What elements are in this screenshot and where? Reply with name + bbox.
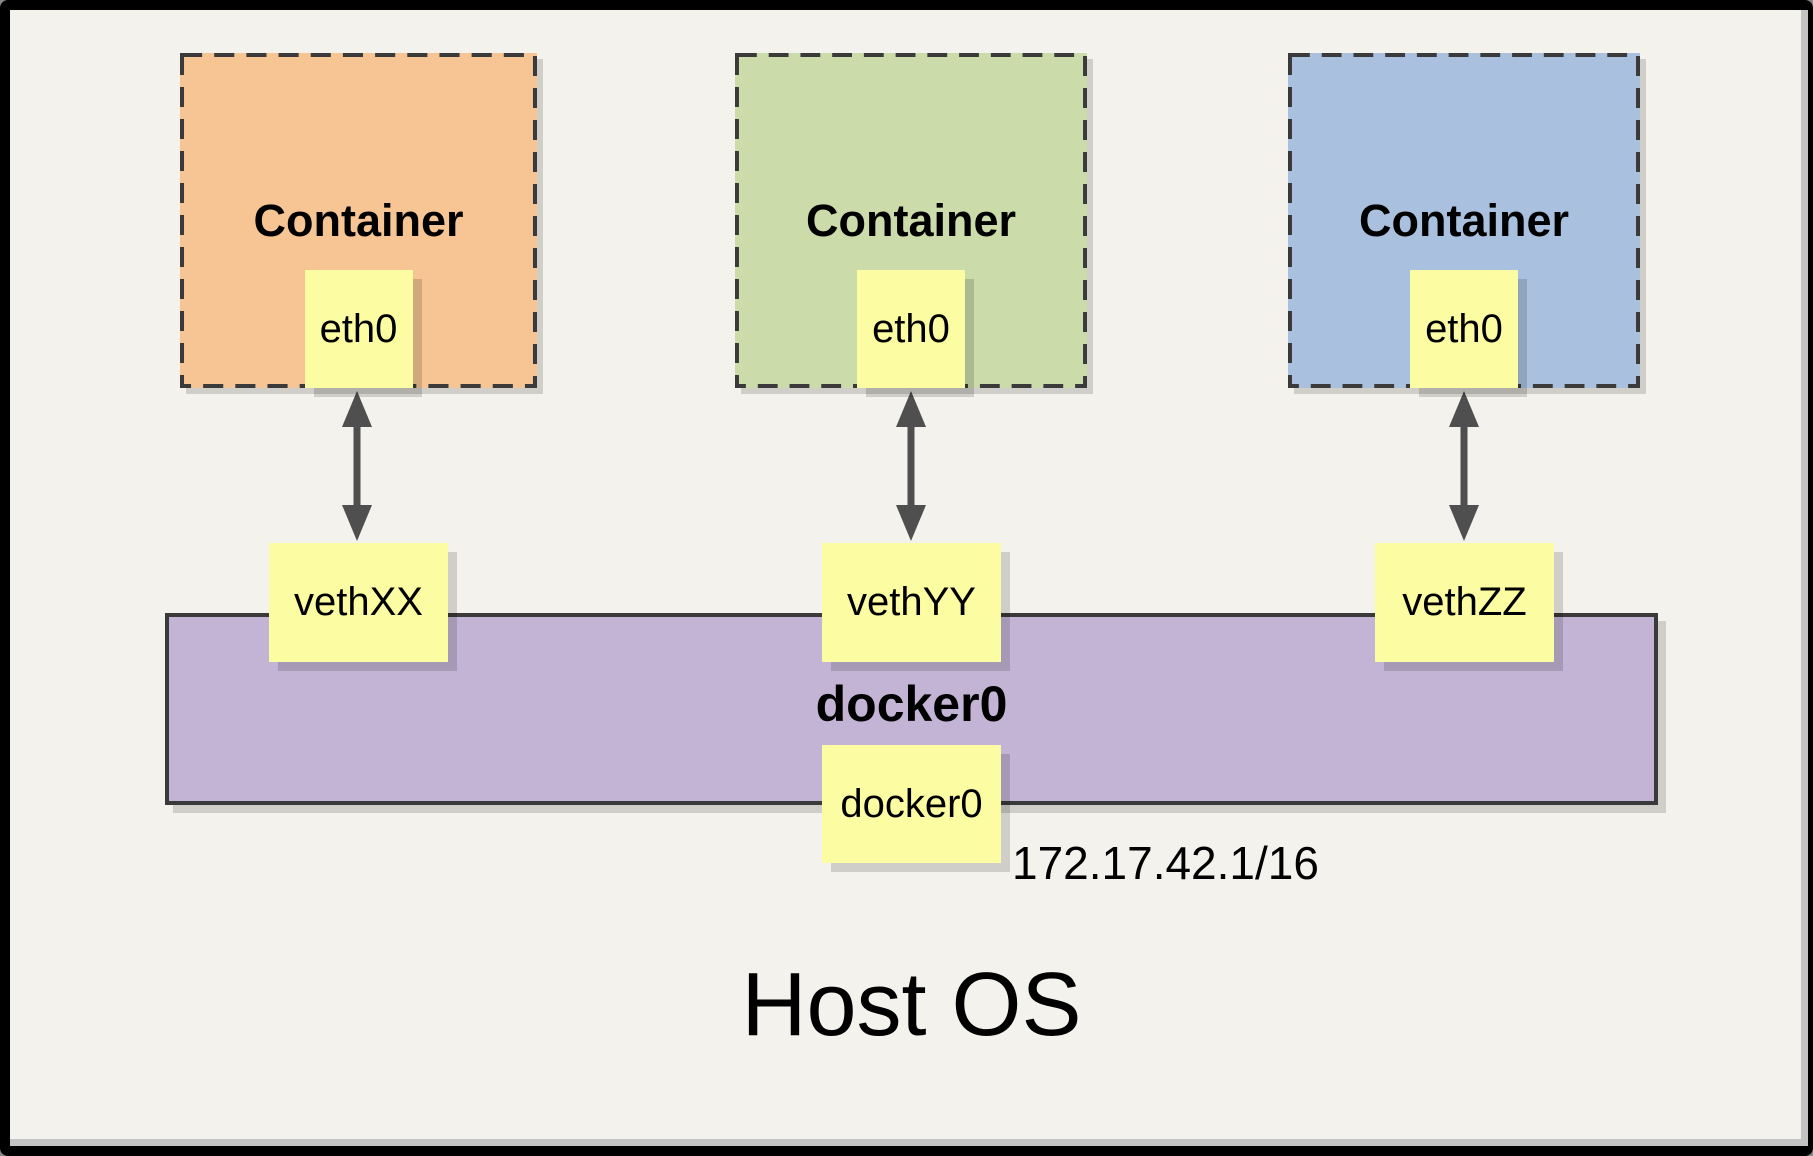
- container-2-eth0-box: eth0: [857, 270, 965, 388]
- container-1-label: Container: [253, 194, 464, 246]
- container-3-eth0-box: eth0: [1410, 270, 1518, 388]
- dashed-border: [1288, 53, 1640, 388]
- arrow-eth0-vethzz-icon: [1449, 391, 1479, 541]
- vethxx-box: vethXX: [269, 543, 448, 662]
- container-box-1: Container eth0: [180, 53, 537, 388]
- container-2-label: Container: [805, 194, 1016, 246]
- vethzz-box: vethZZ: [1375, 543, 1554, 662]
- container-3-label: Container: [1358, 194, 1569, 246]
- dashed-border: [180, 53, 537, 388]
- arrow-eth0-vethxx-icon: [342, 391, 372, 541]
- container-box-2: Container eth0: [735, 53, 1087, 388]
- host-os-label: Host OS: [741, 955, 1082, 1055]
- arrow-eth0-vethyy-icon: [896, 391, 926, 541]
- docker0-bridge-label: docker0: [815, 676, 1008, 732]
- container-1-eth0-box: eth0: [304, 270, 413, 388]
- docker0-interface-box: docker0: [822, 745, 1001, 863]
- vethyy-box: vethYY: [822, 543, 1001, 662]
- container-box-3: Container eth0: [1288, 53, 1640, 388]
- dashed-border: [735, 53, 1087, 388]
- bridge-subnet-label: 172.17.42.1/16: [1012, 837, 1319, 889]
